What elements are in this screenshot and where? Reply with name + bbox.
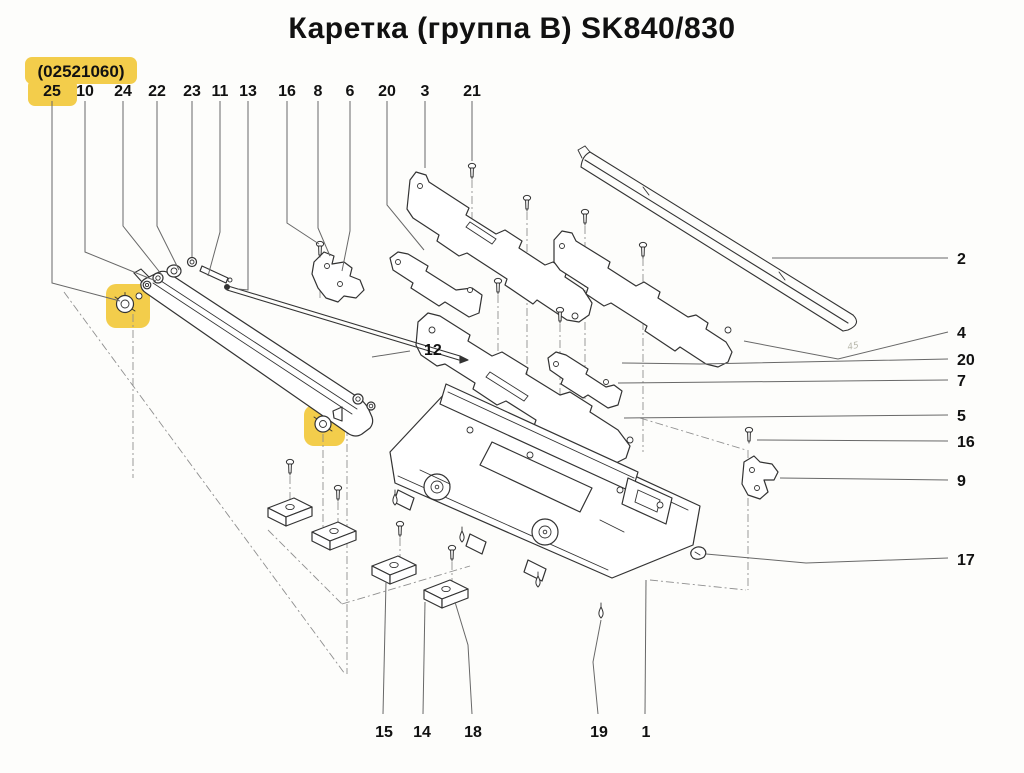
callout-17: 17 [957, 552, 975, 569]
callout-3: 3 [421, 83, 430, 100]
pad-screw [285, 458, 295, 476]
set-screw-tip [459, 526, 465, 543]
callout-16-right: 16 [957, 434, 975, 451]
lower-arm-nut [313, 415, 333, 433]
callout-1: 1 [642, 724, 651, 741]
callout-10: 10 [76, 83, 94, 100]
callout-21: 21 [463, 83, 481, 100]
callout-19: 19 [590, 724, 608, 741]
screw-icon [522, 194, 532, 212]
carriage-body [389, 383, 701, 582]
callout-13: 13 [239, 83, 257, 100]
callout-labels: (02521060) 25 10 24 22 23 11 13 16 8 6 2… [38, 62, 975, 741]
cam-plate-b [553, 230, 733, 368]
cam-plate-a [406, 171, 593, 323]
pad-screw [447, 544, 457, 562]
pad-4 [423, 579, 469, 609]
part-code: (02521060) [38, 62, 125, 81]
screw-21 [467, 162, 477, 180]
left-bracket [311, 251, 365, 303]
callout-11: 11 [212, 83, 229, 100]
set-screw-tip [392, 489, 398, 506]
small-plate-c [389, 251, 483, 318]
callout-22: 22 [148, 83, 166, 100]
serrated-plate-d [415, 312, 634, 465]
left-arm-nut [114, 292, 143, 314]
link-rod [224, 284, 469, 364]
callout-25-highlight [28, 79, 77, 106]
right-bracket [741, 455, 779, 500]
callout-9: 9 [957, 473, 966, 490]
callout-7: 7 [957, 373, 966, 390]
small-plate-e [547, 351, 623, 409]
callout-24: 24 [114, 83, 132, 100]
roller-cluster [142, 256, 233, 290]
callout-4: 4 [957, 325, 966, 342]
callout-12: 12 [424, 342, 442, 359]
part-code-highlight [25, 57, 137, 84]
pad-screw [395, 520, 405, 538]
set-screw-tip-19 [598, 602, 604, 619]
screw-icon [580, 208, 590, 226]
pad-screw [333, 484, 343, 502]
callout-14: 14 [413, 724, 431, 741]
callout-20-top: 20 [378, 83, 396, 100]
pad-3 [371, 555, 417, 585]
screw-icon [638, 241, 648, 259]
pad-2 [311, 521, 357, 551]
cone-part-17 [690, 546, 707, 560]
slider-pads [267, 497, 469, 609]
leader-lines [51, 101, 949, 715]
callout-20-right: 20 [957, 352, 975, 369]
screw-16-right [744, 426, 754, 444]
screw-icon [493, 277, 503, 295]
callout-18: 18 [464, 724, 482, 741]
callout-5: 5 [957, 408, 966, 425]
back-rail-part-2 [577, 145, 858, 332]
callout-15: 15 [375, 724, 393, 741]
callout-2: 2 [957, 251, 966, 268]
diagram-title: Каретка (группа В) SK840/830 [288, 12, 736, 45]
pencil-note: 45 [847, 341, 861, 353]
callout-8: 8 [314, 83, 323, 100]
callout-6: 6 [346, 83, 355, 100]
callout-16-top: 16 [278, 83, 296, 100]
callout-25: 25 [43, 83, 61, 100]
fork-arm [133, 268, 376, 437]
pad-1 [267, 497, 313, 527]
callout-23: 23 [183, 83, 201, 100]
